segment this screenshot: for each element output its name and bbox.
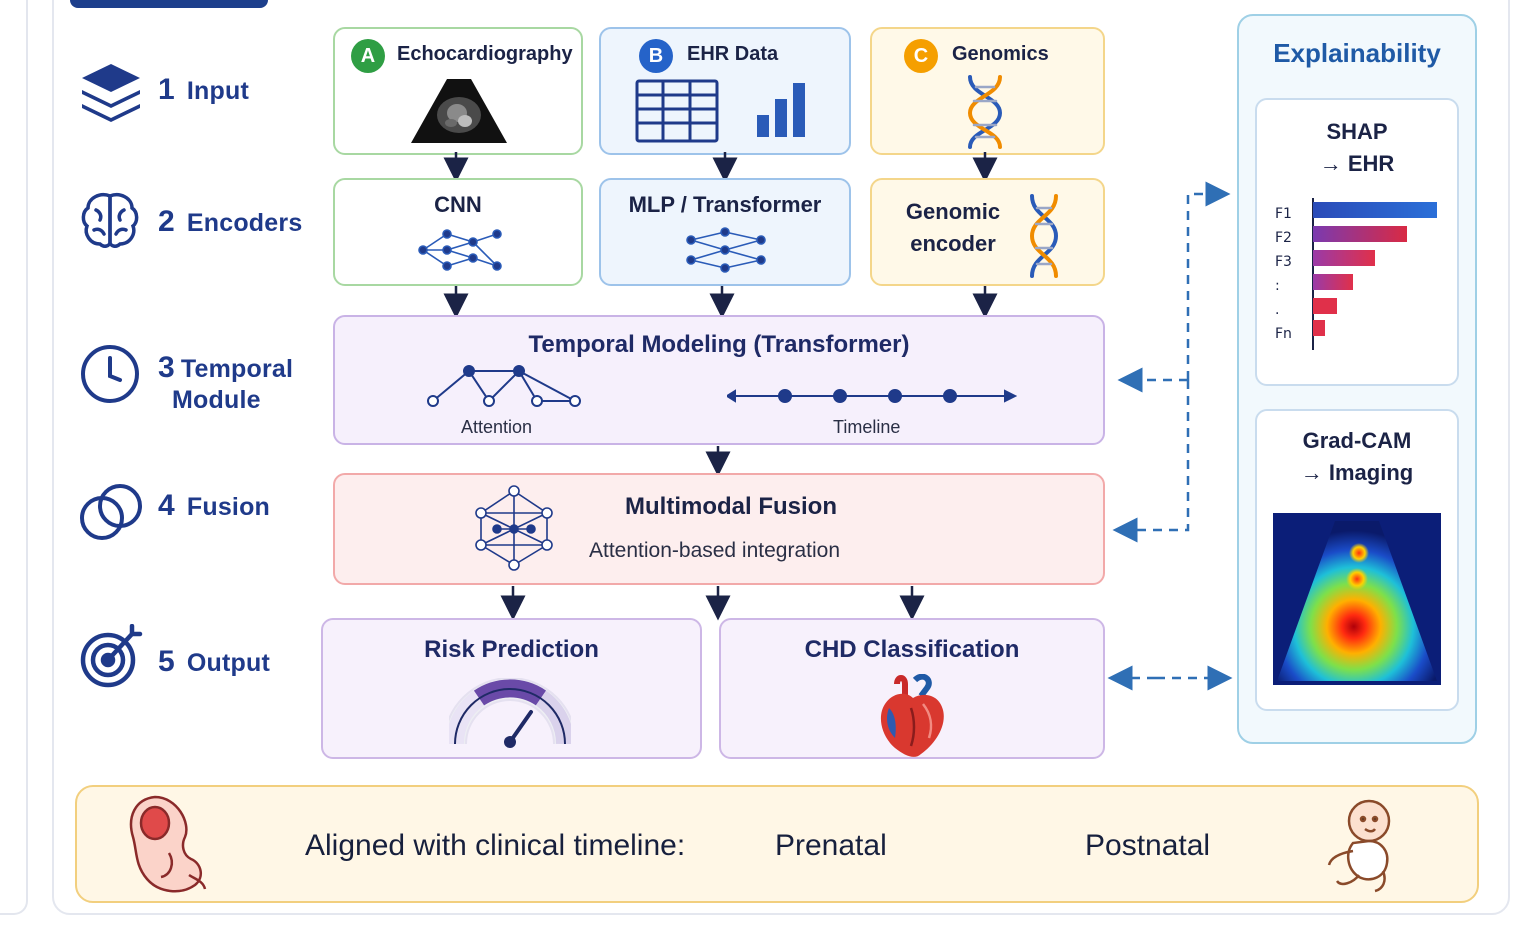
network-icon-mlp (685, 224, 771, 281)
chd-classification-title: CHD Classification (804, 636, 1020, 663)
shap-bar-3 (1313, 250, 1375, 266)
explainability-title: Explainability (1273, 38, 1441, 68)
shap-feature-labels: F1 F2 F3 : . Fn (1275, 206, 1292, 342)
input-genomics-label: Genomics (952, 43, 1049, 65)
shap-bar-6 (1313, 320, 1325, 336)
input-ehr-label: EHR Data (687, 43, 779, 65)
input-echocardiography-card: A Echocardiography (333, 27, 583, 155)
chd-classification-card: CHD Classification (719, 618, 1105, 759)
layers-icon (78, 60, 144, 129)
baby-icon (1323, 795, 1403, 900)
prenatal-label: Prenatal (775, 829, 887, 862)
shap-bar-4 (1313, 274, 1353, 290)
badge-b: B (639, 39, 673, 73)
shap-card: SHAP→ EHR F1 F2 F3 : . Fn (1255, 98, 1459, 386)
header-tab (70, 0, 268, 8)
temporal-modeling-card: Temporal Modeling (Transformer) Attentio… (333, 315, 1105, 445)
multimodal-fusion-card: Multimodal Fusion Attention-based integr… (333, 473, 1105, 585)
explainability-panel: Explainability SHAP→ EHR F1 F2 F3 : . F (1237, 14, 1477, 744)
badge-c: C (904, 39, 938, 73)
shap-bar-2 (1313, 226, 1407, 242)
clinical-timeline-bar: Aligned with clinical timeline: Prenatal… (75, 785, 1479, 903)
shap-bar-chart (1312, 198, 1437, 350)
shap-bar-1 (1313, 202, 1437, 218)
table-icon (635, 79, 719, 148)
timeline-label: Aligned with clinical timeline: (305, 829, 686, 862)
risk-prediction-title: Risk Prediction (424, 636, 599, 663)
shap-title: SHAP→ EHR (1319, 119, 1395, 176)
postnatal-label: Postnatal (1085, 829, 1211, 862)
brain-icon (78, 188, 142, 257)
cnn-label: CNN (434, 192, 482, 217)
cnn-encoder-card: CNN (333, 178, 583, 286)
fusion-title: Multimodal Fusion (625, 493, 837, 520)
clock-icon (78, 342, 142, 411)
mlp-encoder-card: MLP / Transformer (599, 178, 851, 286)
fusion-subtitle: Attention-based integration (589, 539, 841, 562)
gradcam-heatmap-image (1273, 513, 1441, 685)
input-echo-label: Echocardiography (397, 43, 573, 65)
timeline-label: Timeline (833, 417, 901, 437)
badge-a: A (351, 39, 385, 73)
fusion-network-icon (471, 483, 557, 578)
bar-chart-icon (755, 81, 811, 144)
ultrasound-image-icon (409, 77, 509, 150)
network-icon-cnn (417, 224, 503, 281)
risk-prediction-card: Risk Prediction (321, 618, 702, 759)
shap-bar-5 (1313, 298, 1337, 314)
attention-graph-icon (427, 363, 587, 416)
left-panel-edge (0, 0, 28, 915)
heart-icon (875, 673, 951, 765)
fetus-icon (125, 793, 211, 902)
gauge-icon (443, 677, 577, 757)
temporal-title: Temporal Modeling (Transformer) (528, 331, 910, 358)
attention-label: Attention (461, 417, 533, 437)
dna-icon (960, 75, 1010, 154)
gradcam-card: Grad-CAM→ Imaging (1255, 409, 1459, 711)
timeline-icon (725, 383, 1018, 414)
mlp-label: MLP / Transformer (628, 192, 822, 217)
dna-icon-small (1024, 194, 1064, 283)
rings-icon (78, 478, 144, 549)
target-icon (78, 623, 144, 695)
input-genomics-card: C Genomics (870, 27, 1105, 155)
gradcam-title: Grad-CAM→ Imaging (1300, 428, 1414, 485)
